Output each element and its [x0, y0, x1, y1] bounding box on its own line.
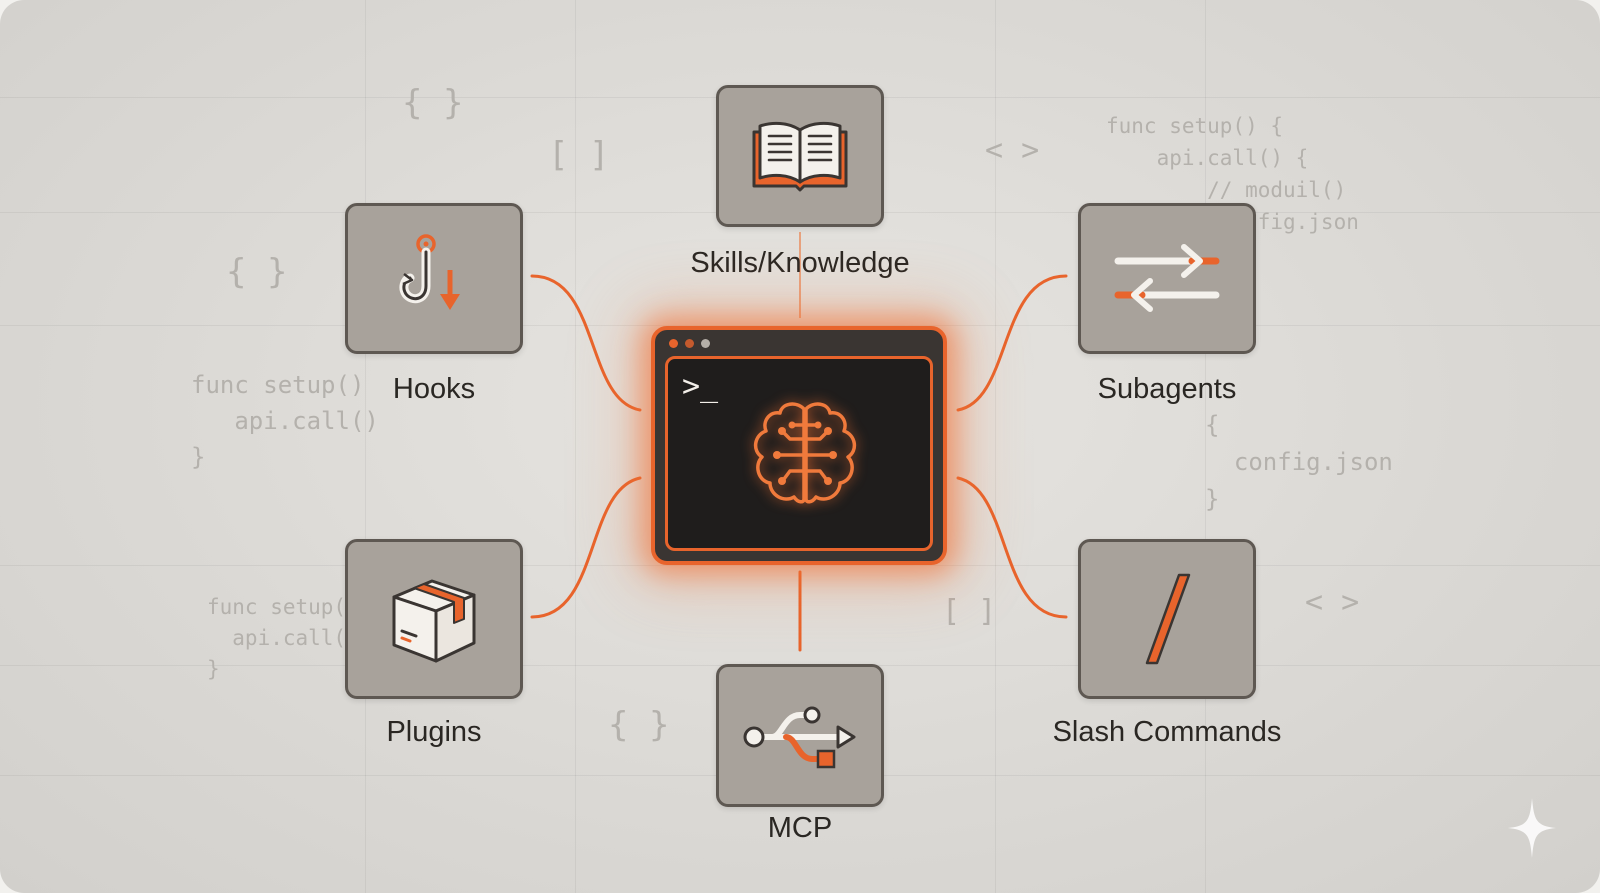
- subagents-label: Subagents: [1097, 373, 1237, 405]
- bg-code-braces: { }: [608, 705, 670, 745]
- connector-plugins: [530, 476, 642, 619]
- usb-icon: [743, 706, 856, 768]
- slash-commands-label: Slash Commands: [1052, 716, 1282, 748]
- grid-line: [575, 0, 576, 893]
- bg-code-line: // moduil(): [1106, 178, 1347, 202]
- bg-code-braces: { }: [402, 83, 464, 123]
- bg-code-line: }: [207, 657, 220, 681]
- grid-line: [0, 565, 1600, 566]
- grid-line: [365, 0, 366, 893]
- slash-commands-tile[interactable]: [1078, 539, 1256, 699]
- hook-icon: [399, 233, 460, 310]
- bg-code-angles: < >: [985, 133, 1040, 168]
- terminal-screen: >_: [665, 356, 933, 551]
- slash-icon: [1145, 573, 1191, 665]
- subagents-tile[interactable]: [1078, 203, 1256, 354]
- connector-hooks: [530, 274, 642, 412]
- bg-code-line: }: [1205, 485, 1220, 513]
- mcp-label: MCP: [767, 812, 833, 844]
- connector-subagents: [956, 274, 1068, 412]
- sparkle-icon: [1508, 798, 1556, 858]
- grid-line: [1205, 0, 1206, 893]
- bg-code-line: func setup(: [207, 595, 347, 619]
- bg-code-line: {: [1205, 411, 1220, 439]
- terminal-prompt: >_: [682, 369, 719, 404]
- terminal-window[interactable]: >_: [651, 326, 947, 565]
- bg-code-angles: < >: [1305, 585, 1360, 620]
- skills-label: Skills/Knowledge: [690, 247, 910, 279]
- bg-code-line: }: [191, 443, 206, 471]
- bg-code-brackets: [ ]: [942, 594, 997, 629]
- bg-code-brackets: [ ]: [548, 135, 610, 175]
- bg-code-braces: { }: [226, 252, 288, 292]
- plugins-label: Plugins: [386, 716, 482, 748]
- bg-code-line: func setup(): [191, 371, 365, 399]
- connector-slash: [956, 476, 1068, 619]
- grid-line: [0, 325, 1600, 326]
- skills-tile[interactable]: [716, 85, 884, 227]
- bg-code-line: config.json: [1205, 448, 1393, 476]
- grid-line: [995, 0, 996, 893]
- brain-circuit-icon: [753, 402, 857, 504]
- bg-code-line: api.call(): [191, 407, 379, 435]
- window-dot: [701, 339, 710, 348]
- bg-code-line: api.call() {: [1106, 146, 1309, 170]
- bg-code-line: func setup() {: [1106, 114, 1284, 138]
- window-dot: [669, 339, 678, 348]
- package-box-icon: [392, 579, 476, 663]
- swap-arrows-icon: [1114, 243, 1220, 312]
- open-book-icon: [752, 121, 848, 192]
- window-dot: [685, 339, 694, 348]
- hooks-label: Hooks: [392, 373, 476, 405]
- mcp-tile[interactable]: [716, 664, 884, 807]
- bg-code-line: api.call(: [207, 626, 347, 650]
- plugins-tile[interactable]: [345, 539, 523, 699]
- hooks-tile[interactable]: [345, 203, 523, 354]
